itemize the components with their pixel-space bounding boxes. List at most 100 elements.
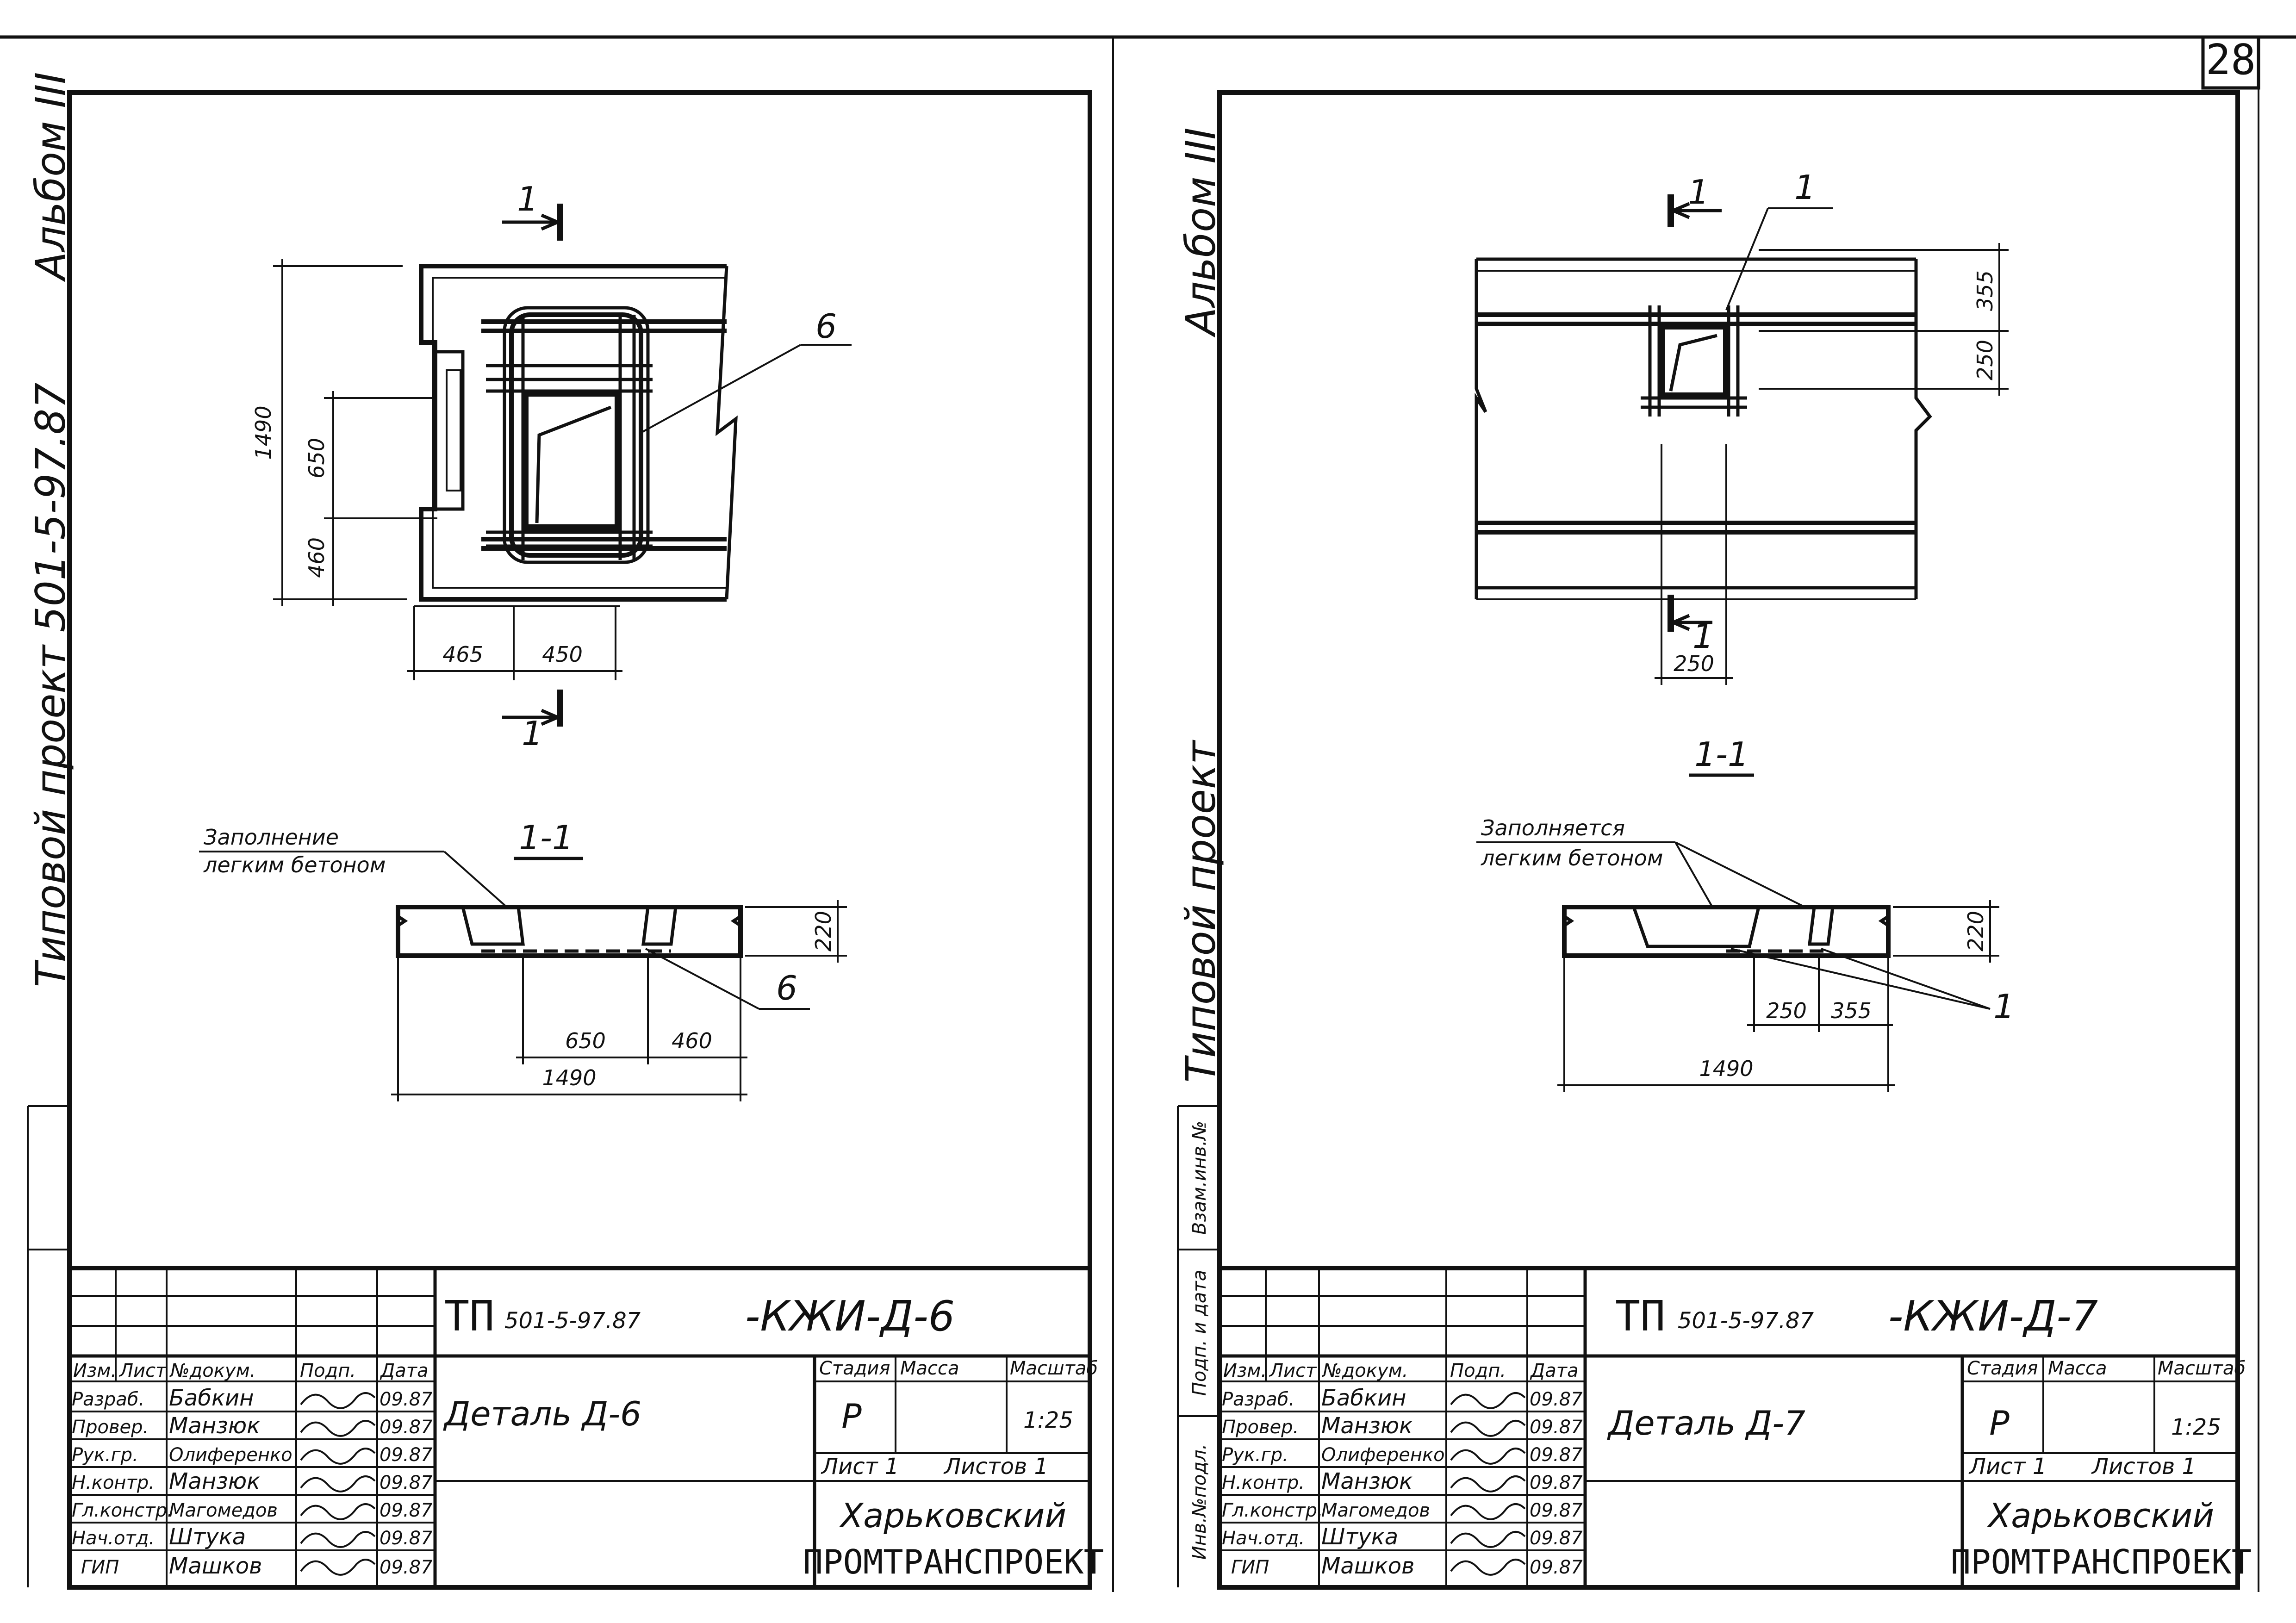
signature <box>1450 1392 1526 1409</box>
dim-sec-total: 1490 <box>1699 1056 1753 1081</box>
org-line1: Харьковский <box>839 1496 1066 1535</box>
signer-role: Гл.констр. <box>1222 1500 1323 1521</box>
signer-date: 09.87 <box>1530 1472 1583 1493</box>
page-number: 28 <box>2206 36 2256 84</box>
signer-date: 09.87 <box>1530 1500 1583 1521</box>
org-line2: ПРОМТРАНСПРОЕКТ <box>1951 1542 2252 1581</box>
designation-code: -КЖИ-Д-6 <box>745 1292 955 1341</box>
stage-label: Стадия <box>1967 1358 2038 1379</box>
signer-date: 09.87 <box>1530 1389 1583 1410</box>
signature <box>300 1448 376 1465</box>
dim-sec-b: 460 <box>672 1028 712 1053</box>
signer-date: 09.87 <box>380 1444 433 1466</box>
note-leader <box>443 851 508 908</box>
designation-number: 501-5-97.87 <box>1678 1308 1814 1334</box>
break-line <box>1475 259 1487 599</box>
opening <box>1658 323 1730 399</box>
stage-value: Р <box>841 1397 862 1436</box>
section-view: 1-1 Заполнение легким бетоном 650 460 14… <box>199 818 847 1101</box>
hdr-doc: №докум. <box>1322 1360 1408 1381</box>
dim-left-width: 465 <box>442 642 483 667</box>
signer-name: Олиференко <box>169 1444 292 1466</box>
signer-role: Рук.гр. <box>72 1444 138 1466</box>
fill-note-line2: легким бетоном <box>203 852 386 877</box>
dim-sec-total: 1490 <box>542 1065 596 1090</box>
section-end <box>397 915 408 927</box>
fill-note-line1: Заполнение <box>204 825 339 850</box>
hdr-sign: Подп. <box>300 1360 356 1381</box>
dim-lower: 250 <box>1972 340 1997 380</box>
section-view: 1-1 Заполняется легким бетоном 250 355 1… <box>1476 735 2015 1092</box>
fill-pocket <box>641 907 678 946</box>
signer-name: Магомедов <box>169 1500 278 1521</box>
sheet-d7: Взам.инв.№ Подп. и дата Инв.№подл. Альбо… <box>1177 90 2252 1590</box>
signer-name: Бабкин <box>1321 1385 1406 1411</box>
sheet-d6: Альбом III Типовой проект 501-5-97.87 <box>27 72 1104 1590</box>
project-side-label: Типовой проект <box>1177 740 1225 1083</box>
reinforcement-frame <box>509 312 643 558</box>
title-block-frame <box>1217 1266 2240 1590</box>
section-arrow <box>541 709 562 726</box>
scale-label: Масштаб <box>2158 1358 2246 1379</box>
section-mark: 1 <box>1692 617 1714 656</box>
drawing-title: Деталь Д-7 <box>1607 1404 1805 1443</box>
mass-label: Масса <box>2048 1358 2107 1379</box>
callout-label: 6 <box>815 307 837 346</box>
title-block-frame <box>67 1266 1092 1590</box>
signer-role: Н.контр. <box>1222 1472 1305 1493</box>
signer-role: Провер. <box>72 1417 149 1438</box>
section-arrow <box>1669 614 1690 631</box>
stamp-label: Подп. и дата <box>1189 1270 1210 1396</box>
sheets-label: Листов 1 <box>2091 1454 2196 1480</box>
stage-value: Р <box>1989 1404 2010 1443</box>
signer-name: Штука <box>169 1524 246 1550</box>
signer-role: Провер. <box>1222 1417 1299 1438</box>
dim-thickness: 220 <box>1963 911 1988 951</box>
mass-label: Масса <box>900 1358 959 1379</box>
opening <box>522 390 621 531</box>
leader-1 <box>1730 948 1991 1010</box>
org-line1: Харьковский <box>1986 1496 2214 1535</box>
section-title: 1-1 <box>1694 735 1749 774</box>
scale-value: 1:25 <box>2171 1414 2221 1440</box>
signer-date: 09.87 <box>1530 1557 1583 1578</box>
designation-code: -КЖИ-Д-7 <box>1888 1292 2098 1341</box>
hdr-date: Дата <box>380 1360 429 1381</box>
leader-6 <box>645 948 759 1010</box>
signer-name: Манзюк <box>1321 1468 1412 1494</box>
fill-note-line1: Заполняется <box>1481 815 1625 840</box>
signature <box>300 1531 376 1548</box>
designation-prefix: ТП <box>1615 1292 1665 1341</box>
dim-sec-a: 650 <box>565 1028 606 1053</box>
fill-pocket <box>1808 907 1835 946</box>
title-block: ТП 501-5-97.87 -КЖИ-Д-6 Деталь Д-6 Стади… <box>67 1266 1104 1590</box>
signer-name: Манзюк <box>169 1468 260 1494</box>
note-leader <box>1674 842 1713 908</box>
opening-mark <box>1669 334 1717 392</box>
section-arrow <box>541 213 562 231</box>
sheet-label: Лист 1 <box>821 1454 899 1480</box>
signature <box>300 1392 376 1409</box>
section-mark: 1 <box>522 714 543 753</box>
signer-date: 09.87 <box>1530 1528 1583 1549</box>
signer-role: Гл.констр. <box>72 1500 173 1521</box>
hdr-list: Лист <box>1269 1360 1317 1381</box>
break-line <box>1914 259 1932 599</box>
designation-number: 501-5-97.87 <box>504 1308 641 1334</box>
dim-thickness: 220 <box>811 911 836 951</box>
hdr-izm: Изм. <box>1223 1360 1267 1381</box>
page-number-box <box>2201 35 2260 90</box>
title-block: ТП 501-5-97.87 -КЖИ-Д-7 Деталь Д-7 Стади… <box>1217 1266 2252 1590</box>
signer-name: Манзюк <box>1321 1413 1412 1439</box>
plan-view: 6 1 1 1490 650 460 465 <box>251 180 852 753</box>
signer-name: Машков <box>169 1553 262 1579</box>
dim-upper: 355 <box>1972 270 1997 311</box>
hdr-doc: №докум. <box>169 1360 255 1381</box>
signer-name: Олиференко <box>1321 1444 1445 1466</box>
fill-note-line2: легким бетоном <box>1481 846 1663 871</box>
signer-date: 09.87 <box>1530 1417 1583 1438</box>
scale-value: 1:25 <box>1023 1407 1073 1433</box>
signature <box>1450 1420 1526 1437</box>
leader-1 <box>1725 208 1769 311</box>
signature <box>1450 1475 1526 1492</box>
